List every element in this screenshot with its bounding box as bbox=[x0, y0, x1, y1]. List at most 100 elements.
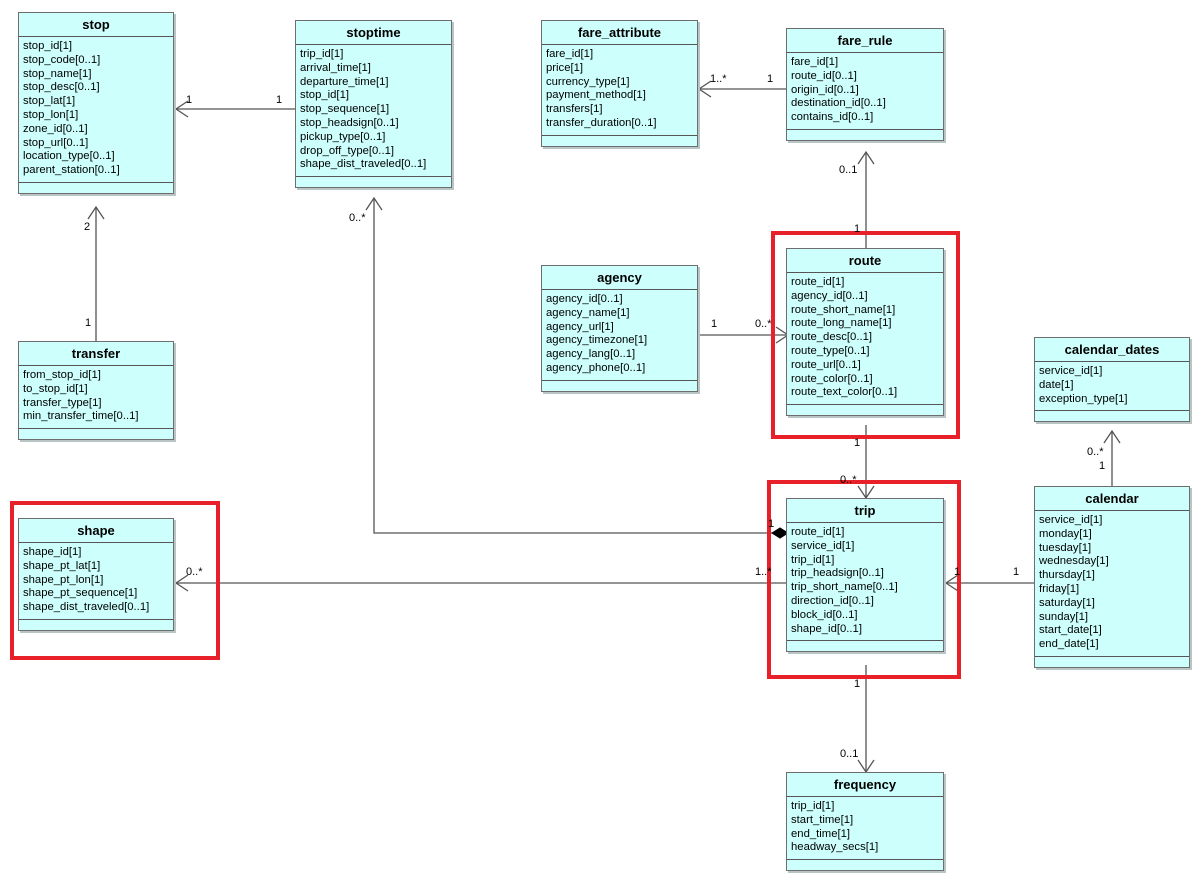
attribute: route_short_name[1] bbox=[791, 303, 896, 316]
attribute: block_id[0..1] bbox=[791, 608, 858, 621]
attribute: monday[1] bbox=[1039, 527, 1092, 540]
multiplicity-label: 1 bbox=[1013, 566, 1020, 578]
attribute: route_id[0..1] bbox=[791, 69, 857, 82]
class-transfer[interactable]: transfer from_stop_id[1]to_stop_id[1]tra… bbox=[18, 341, 174, 441]
class-title: trip bbox=[787, 499, 943, 523]
attribute: zone_id[0..1] bbox=[23, 122, 88, 135]
class-title: calendar bbox=[1035, 487, 1189, 511]
multiplicity-label: 1 bbox=[276, 94, 283, 106]
arrowhead-stop-from-transfer bbox=[87, 205, 105, 220]
class-title: shape bbox=[19, 519, 173, 543]
attribute: route_id[1] bbox=[791, 276, 845, 288]
attribute: trip_headsign[0..1] bbox=[791, 567, 884, 580]
multiplicity-label: 1 bbox=[854, 223, 861, 235]
class-calendar[interactable]: calendar service_id[1]monday[1]tuesday[1… bbox=[1034, 486, 1190, 668]
attribute: shape_dist_traveled[0..1] bbox=[23, 601, 150, 614]
attribute: service_id[1] bbox=[1039, 514, 1103, 526]
attribute: route_text_color[0..1] bbox=[791, 386, 898, 399]
attribute: fare_id[1] bbox=[791, 56, 839, 68]
attribute: stop_lat[1] bbox=[23, 95, 76, 108]
arrowhead-fare-attribute bbox=[697, 80, 712, 98]
attribute-list: from_stop_id[1]to_stop_id[1]transfer_typ… bbox=[19, 366, 173, 430]
class-frequency[interactable]: frequency trip_id[1]start_time[1]end_tim… bbox=[786, 772, 944, 872]
multiplicity-label: 1..* bbox=[710, 73, 727, 85]
attribute: route_type[0..1] bbox=[791, 344, 870, 357]
multiplicity-label: 1 bbox=[954, 566, 961, 578]
multiplicity-label: 0..* bbox=[840, 474, 857, 486]
attribute: agency_lang[0..1] bbox=[546, 348, 636, 361]
multiplicity-label: 1 bbox=[1099, 460, 1106, 472]
attribute: agency_timezone[1] bbox=[546, 334, 648, 347]
class-title: agency bbox=[542, 266, 697, 290]
attribute: shape_id[0..1] bbox=[791, 622, 862, 635]
attribute: headway_secs[1] bbox=[791, 841, 879, 854]
attribute: from_stop_id[1] bbox=[23, 369, 101, 381]
class-fare-rule[interactable]: fare_rule fare_id[1]route_id[0..1]origin… bbox=[786, 28, 944, 141]
attribute-list: shape_id[1]shape_pt_lat[1]shape_pt_lon[1… bbox=[19, 543, 173, 620]
highlight-frame-trip bbox=[767, 480, 961, 679]
class-title: route bbox=[787, 249, 943, 273]
attribute: route_desc[0..1] bbox=[791, 331, 873, 344]
attribute: drop_off_type[0..1] bbox=[300, 144, 395, 157]
attribute: route_long_name[1] bbox=[791, 317, 892, 330]
attribute-list: trip_id[1]start_time[1]end_time[1]headwa… bbox=[787, 797, 943, 861]
operation-compartment bbox=[542, 136, 697, 146]
attribute: service_id[1] bbox=[791, 539, 855, 552]
class-trip[interactable]: trip route_id[1]service_id[1]trip_id[1]t… bbox=[786, 498, 944, 653]
attribute: direction_id[0..1] bbox=[791, 594, 874, 607]
attribute: trip_id[1] bbox=[791, 800, 835, 812]
multiplicity-label: 0..* bbox=[1087, 446, 1104, 458]
attribute-list: trip_id[1]arrival_time[1]departure_time[… bbox=[296, 45, 451, 178]
attribute: shape_dist_traveled[0..1] bbox=[300, 158, 427, 171]
class-title: transfer bbox=[19, 342, 173, 366]
class-shape[interactable]: shape shape_id[1]shape_pt_lat[1]shape_pt… bbox=[18, 518, 174, 631]
attribute: min_transfer_time[0..1] bbox=[23, 410, 139, 423]
attribute: price[1] bbox=[546, 61, 584, 74]
class-title: calendar_dates bbox=[1035, 338, 1189, 362]
class-agency[interactable]: agency agency_id[0..1]agency_name[1]agen… bbox=[541, 265, 698, 392]
attribute: fare_id[1] bbox=[546, 48, 594, 60]
attribute: stop_name[1] bbox=[23, 67, 92, 80]
class-title: stop bbox=[19, 13, 173, 37]
attribute: start_date[1] bbox=[1039, 624, 1102, 637]
multiplicity-label: 1 bbox=[85, 317, 92, 329]
class-calendar-dates[interactable]: calendar_dates service_id[1]date[1]excep… bbox=[1034, 337, 1190, 423]
attribute: shape_id[1] bbox=[23, 546, 82, 558]
highlight-frame-route bbox=[771, 231, 960, 439]
class-route[interactable]: route route_id[1]agency_id[0..1]route_sh… bbox=[786, 248, 944, 417]
attribute: origin_id[0..1] bbox=[791, 83, 859, 96]
arrowhead-calendar-dates bbox=[1103, 429, 1121, 444]
operation-compartment bbox=[19, 183, 173, 193]
attribute: stop_url[0..1] bbox=[23, 136, 89, 149]
class-stop[interactable]: stop stop_id[1]stop_code[0..1]stop_name[… bbox=[18, 12, 174, 194]
assoc-trip-stoptime bbox=[373, 198, 772, 534]
operation-compartment bbox=[542, 381, 697, 391]
attribute-list: agency_id[0..1]agency_name[1]agency_url[… bbox=[542, 290, 697, 381]
multiplicity-label: 1 bbox=[767, 73, 774, 85]
attribute: end_time[1] bbox=[791, 827, 851, 840]
attribute: trip_short_name[0..1] bbox=[791, 581, 898, 594]
attribute: agency_name[1] bbox=[546, 306, 630, 319]
operation-compartment bbox=[19, 429, 173, 439]
attribute-list: service_id[1]date[1]exception_type[1] bbox=[1035, 362, 1189, 412]
attribute: to_stop_id[1] bbox=[23, 382, 88, 395]
attribute: stop_lon[1] bbox=[23, 108, 79, 121]
attribute: parent_station[0..1] bbox=[23, 164, 120, 177]
class-fare-attribute[interactable]: fare_attribute fare_id[1]price[1]currenc… bbox=[541, 20, 698, 147]
operation-compartment bbox=[1035, 411, 1189, 421]
attribute: stop_desc[0..1] bbox=[23, 81, 100, 94]
arrowhead-stop bbox=[174, 100, 189, 118]
attribute: wednesday[1] bbox=[1039, 555, 1109, 568]
attribute: shape_pt_lon[1] bbox=[23, 573, 104, 586]
attribute: payment_method[1] bbox=[546, 89, 646, 102]
multiplicity-label: 0..* bbox=[186, 566, 203, 578]
multiplicity-label: 1 bbox=[186, 94, 193, 106]
attribute: contains_id[0..1] bbox=[791, 111, 874, 124]
attribute-list: service_id[1]monday[1]tuesday[1]wednesda… bbox=[1035, 511, 1189, 657]
attribute: start_time[1] bbox=[791, 813, 854, 826]
class-title: fare_rule bbox=[787, 29, 943, 53]
class-stoptime[interactable]: stoptime trip_id[1]arrival_time[1]depart… bbox=[295, 20, 452, 189]
multiplicity-label: 0..* bbox=[755, 318, 772, 330]
attribute: exception_type[1] bbox=[1039, 392, 1128, 405]
multiplicity-label: 0..1 bbox=[840, 748, 859, 760]
